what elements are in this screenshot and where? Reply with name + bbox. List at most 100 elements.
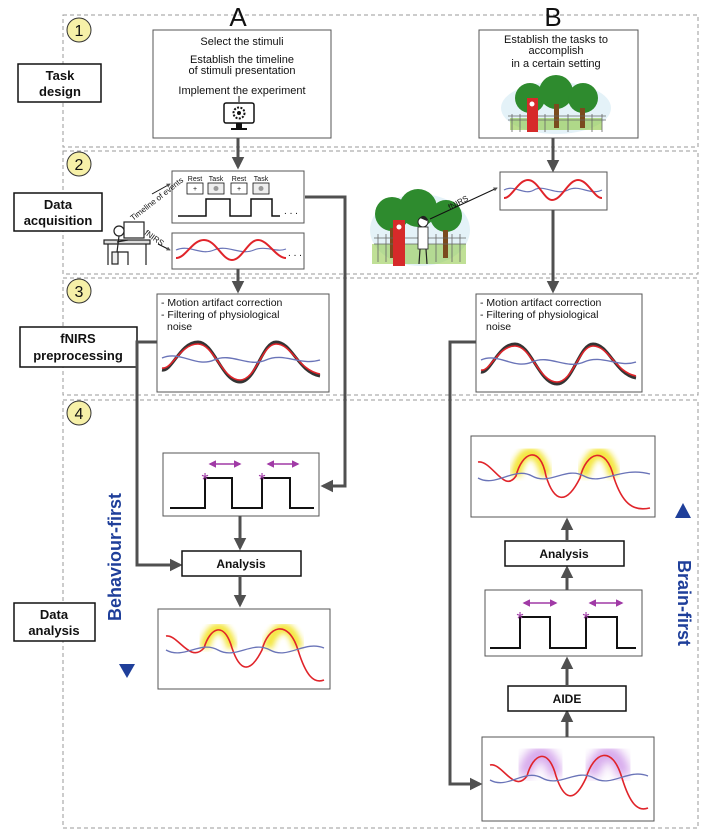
label-fnirs-preprocessing: fNIRS preprocessing [19,326,138,368]
svg-text:Establish the tasks to: Establish the tasks to [504,34,608,46]
corrected-red-signal-b [480,345,637,383]
raw-red-signal-b [503,178,603,202]
column-header-b: B [544,2,561,32]
events-box-a: * * [162,452,320,517]
connector-preproc-b-to-signal [448,340,483,791]
outdoor-subject-icon [370,189,470,266]
purple-highlight-b-2 [585,746,631,778]
event-rest-1: Rest + [186,176,204,195]
corrected-blue-signal-b [480,357,637,365]
svg-text:Task: Task [254,176,269,183]
connector-preproc-a-to-analysis [135,340,183,572]
corrected-blue-signal-a [161,355,321,363]
task-design-a-box: Select the stimuli Establish the timelin… [152,29,332,139]
signal-box-b [481,736,655,822]
svg-text:Data: Data [40,607,69,622]
svg-text:*: * [582,609,589,629]
result-blue-signal-a [165,645,325,654]
stage-number-2: 2 [66,151,92,177]
events-square-wave-a [170,477,314,509]
svg-text:of stimuli presentation: of stimuli presentation [189,65,296,77]
svg-text:accomplish: accomplish [528,45,583,57]
label-data-acquisition: Data acquisition [13,192,103,232]
svg-text:- Filtering of physiological: - Filtering of physiological [161,309,279,321]
svg-text:+: + [193,186,197,193]
svg-text:- Filtering of physiological: - Filtering of physiological [480,309,598,321]
svg-text:. . .: . . . [288,248,302,259]
events-box-b: * * [484,589,643,657]
svg-text:Analysis: Analysis [539,547,589,561]
arrow-fnirs-label-b [429,187,498,220]
highlight-b-2 [578,448,620,478]
svg-text:design: design [39,84,81,99]
analysis-box-b: Analysis [504,540,625,567]
svg-text:Establish the timeline: Establish the timeline [190,54,294,66]
label-task-design: Task design [17,63,102,103]
timeline-ellipsis: . . . [284,206,298,217]
svg-text:Task: Task [209,176,224,183]
analysis-box-a: Analysis [181,550,302,577]
panel-data-acquisition [62,150,699,275]
column-header-a: A [229,2,247,32]
arrow-timeline-label [151,183,171,195]
stage-number-1: 1 [66,17,92,43]
raw-signal-b-box [499,171,608,211]
svg-text:- Motion artifact correction: - Motion artifact correction [480,297,602,309]
result-box-b [470,435,656,518]
arrow-fnirs-label-a [157,243,171,251]
park-scene-icon [501,75,611,134]
svg-text:+: + [237,186,241,193]
stage-number-3: 3 [66,278,92,304]
svg-text:AIDE: AIDE [553,692,582,706]
behaviour-first-label: Behaviour-first [105,493,125,621]
svg-text:Rest: Rest [232,176,246,183]
event-task-2: Task [252,176,270,195]
svg-text:in a certain setting: in a certain setting [511,58,600,70]
svg-text:analysis: analysis [28,623,79,638]
monitor-gear-icon [223,96,255,130]
timeline-box: Rest + Task Rest + Task . . . [171,170,305,224]
svg-text:*: * [258,470,265,490]
event-task-1: Task [207,176,225,195]
raw-blue-signal-b [503,187,603,193]
stage-number-label: 2 [75,157,84,174]
svg-text:noise: noise [486,321,511,333]
svg-text:Rest: Rest [188,176,202,183]
raw-signal-a-box: . . . [171,232,305,270]
svg-text:*: * [516,609,523,629]
corrected-red-signal-a [161,343,321,381]
connector-timeline-to-analysis [305,195,347,493]
signal-red-b [489,754,649,810]
svg-text:Data: Data [44,197,73,212]
svg-text:preprocessing: preprocessing [33,348,123,363]
svg-text:noise: noise [167,321,192,333]
task-design-b-box: Establish the tasks to accomplish in a c… [478,29,639,139]
events-square-wave-b [490,616,636,649]
svg-text:*: * [201,470,208,490]
svg-text:fNIRS: fNIRS [60,331,96,346]
result-red-signal-a [165,628,325,682]
stage-number-label: 1 [75,23,84,40]
preprocessing-b-box: - Motion artifact correction - Filtering… [475,293,643,393]
panel-task-design [62,14,699,148]
preprocessing-a-box: - Motion artifact correction - Filtering… [156,293,330,393]
subject-at-computer-icon [103,221,151,265]
brain-first-label: Brain-first [674,560,694,646]
stage-number-4: 4 [66,400,92,426]
stage-number-label: 4 [75,406,84,423]
aide-box: AIDE [507,685,627,712]
svg-text:Analysis: Analysis [216,557,266,571]
stage-number-label: 3 [75,284,84,301]
timeline-square-wave [178,198,280,217]
svg-text:Select the stimuli: Select the stimuli [200,36,283,48]
svg-text:- Motion artifact correction: - Motion artifact correction [161,297,283,309]
event-rest-2: Rest + [230,176,248,195]
result-box-a [157,608,331,690]
result-red-signal-b [477,454,651,510]
signal-blue-b [489,773,649,784]
svg-text:Implement the experiment: Implement the experiment [178,85,305,97]
result-blue-signal-b [477,471,651,482]
svg-text:acquisition: acquisition [24,213,93,228]
label-data-analysis: Data analysis [13,602,96,642]
